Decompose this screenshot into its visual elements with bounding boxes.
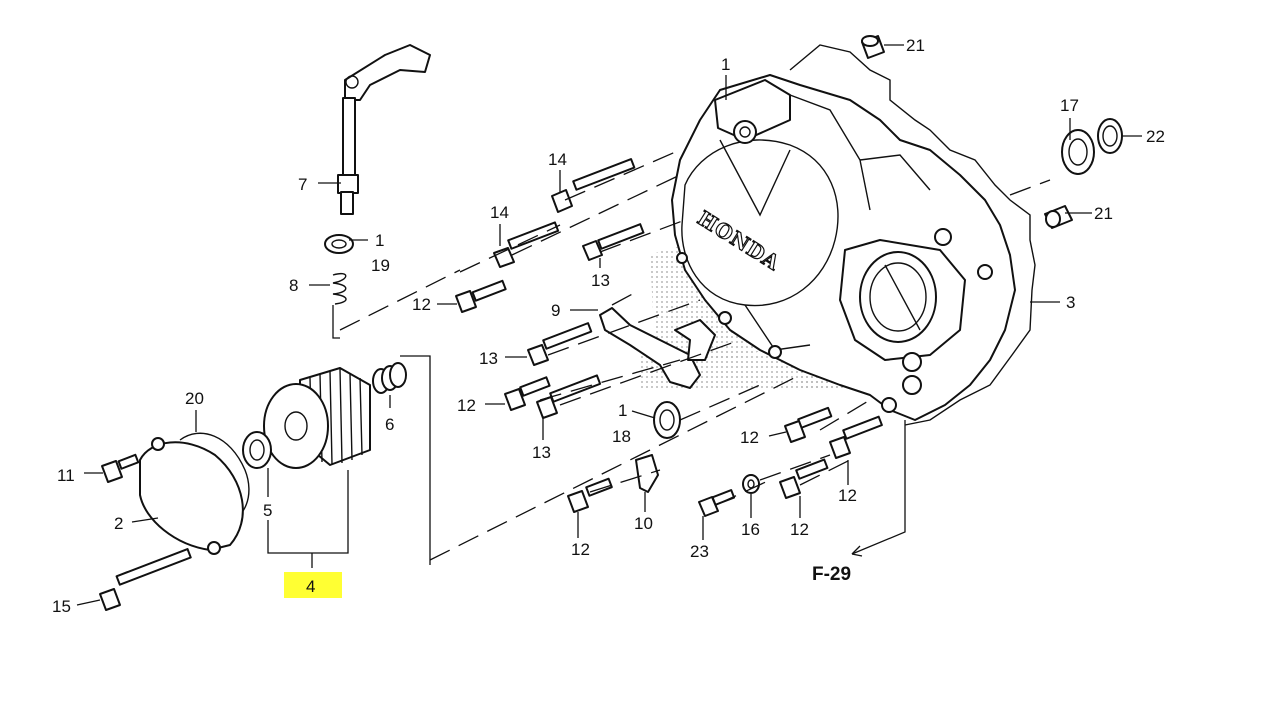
setting-plate-9 <box>599 307 716 389</box>
bolt-11 <box>101 453 140 483</box>
callout-21-right: 21 <box>1094 204 1113 223</box>
bolt-12-left <box>455 279 507 313</box>
bolt-15 <box>99 548 192 611</box>
bolt-12-bottom <box>567 477 613 513</box>
callout-12-bottom: 12 <box>571 540 590 559</box>
alignment-lines <box>339 149 1051 561</box>
bolt-12-right-long <box>829 415 883 459</box>
decompressor-arm-7 <box>337 44 431 215</box>
right-crankcase-cover: HONDA <box>671 44 1036 426</box>
callout-5: 5 <box>263 501 272 520</box>
callout-12-right-lower: 12 <box>790 520 809 539</box>
callout-4: 4 <box>306 577 315 596</box>
dowel-pin-21-right <box>1044 205 1073 229</box>
callout-20: 20 <box>185 389 204 408</box>
bolt-13-middle <box>527 322 593 366</box>
callout-12-right-long: 12 <box>838 486 857 505</box>
highlight-box <box>284 572 342 598</box>
callout-12-middle: 12 <box>457 396 476 415</box>
oil-seal-19 <box>324 234 354 254</box>
callout-10: 10 <box>634 514 653 533</box>
callout-labels: 1 1 19 7 8 21 21 17 22 3 14 14 13 12 9 1… <box>52 36 1165 616</box>
reference-f29[interactable]: F-29 <box>812 564 851 585</box>
bolt-23 <box>698 489 736 517</box>
bolt-12-middle <box>504 376 551 411</box>
stopper-plate-10 <box>635 454 659 493</box>
callout-19: 19 <box>371 256 390 275</box>
bearing-17 <box>1061 129 1095 175</box>
callout-17: 17 <box>1060 96 1079 115</box>
callout-7: 7 <box>298 175 307 194</box>
dowel-pin-21-top <box>861 35 885 59</box>
callout-11: 11 <box>57 466 75 485</box>
callout-13-middle: 13 <box>479 349 498 368</box>
seal-22 <box>1097 118 1123 154</box>
bolt-12-right-upper <box>784 406 833 443</box>
callout-14-upper: 14 <box>548 150 567 169</box>
callout-9: 9 <box>551 301 560 320</box>
callout-15: 15 <box>52 597 71 616</box>
callout-12-right-upper: 12 <box>740 428 759 447</box>
spring-8 <box>332 273 347 305</box>
callout-21-top: 21 <box>906 36 925 55</box>
callout-16: 16 <box>741 520 760 539</box>
callout-22: 22 <box>1146 127 1165 146</box>
callout-18: 18 <box>612 427 631 446</box>
cover-gasket <box>789 44 1036 426</box>
leader-lines <box>76 44 1142 606</box>
filter-cover-2 <box>139 437 244 555</box>
oil-seal-18 <box>653 401 681 439</box>
callout-3: 3 <box>1066 293 1075 312</box>
washer-16 <box>742 474 760 494</box>
bolt-14-lower <box>493 221 560 268</box>
callout-23: 23 <box>690 542 709 561</box>
callout-12-left: 12 <box>412 295 431 314</box>
callout-1-seal: 1 <box>618 401 627 420</box>
bolt-12-right-lower <box>779 458 829 499</box>
o-ring-5 <box>242 431 272 469</box>
callout-13-upper: 13 <box>591 271 610 290</box>
bolt-13-upper <box>582 223 645 261</box>
callout-13-lower: 13 <box>532 443 551 462</box>
callout-8: 8 <box>289 276 298 295</box>
bolt-14-upper <box>551 158 636 213</box>
callout-6: 6 <box>385 415 394 434</box>
spring-6 <box>372 362 407 394</box>
callout-14-lower: 14 <box>490 203 509 222</box>
callout-2: 2 <box>114 514 123 533</box>
oil-filter-4 <box>263 367 371 469</box>
callout-1-cover: 1 <box>721 55 730 74</box>
callout-1-shaft: 1 <box>375 231 384 250</box>
